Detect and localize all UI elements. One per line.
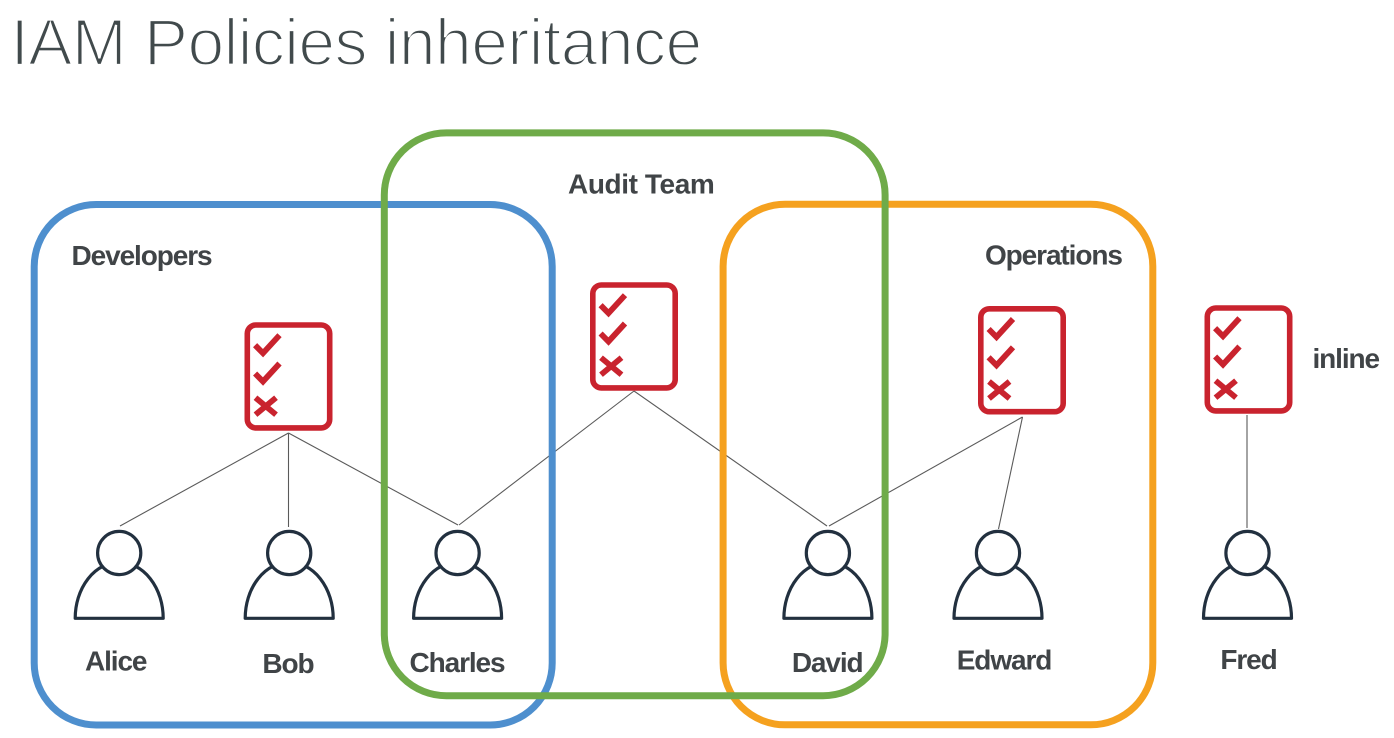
svg-text:IAM Policies inheritance: IAM Policies inheritance — [11, 5, 702, 79]
svg-text:Operations: Operations — [985, 240, 1122, 271]
svg-text:inline: inline — [1313, 343, 1380, 374]
svg-text:Alice: Alice — [85, 646, 147, 677]
svg-text:Fred: Fred — [1220, 644, 1276, 675]
svg-text:Developers: Developers — [72, 240, 212, 271]
svg-text:Edward: Edward — [957, 645, 1052, 676]
svg-text:Charles: Charles — [409, 647, 505, 678]
svg-text:David: David — [792, 647, 863, 678]
svg-text:Bob: Bob — [262, 648, 313, 679]
svg-text:Audit Team: Audit Team — [568, 169, 714, 200]
